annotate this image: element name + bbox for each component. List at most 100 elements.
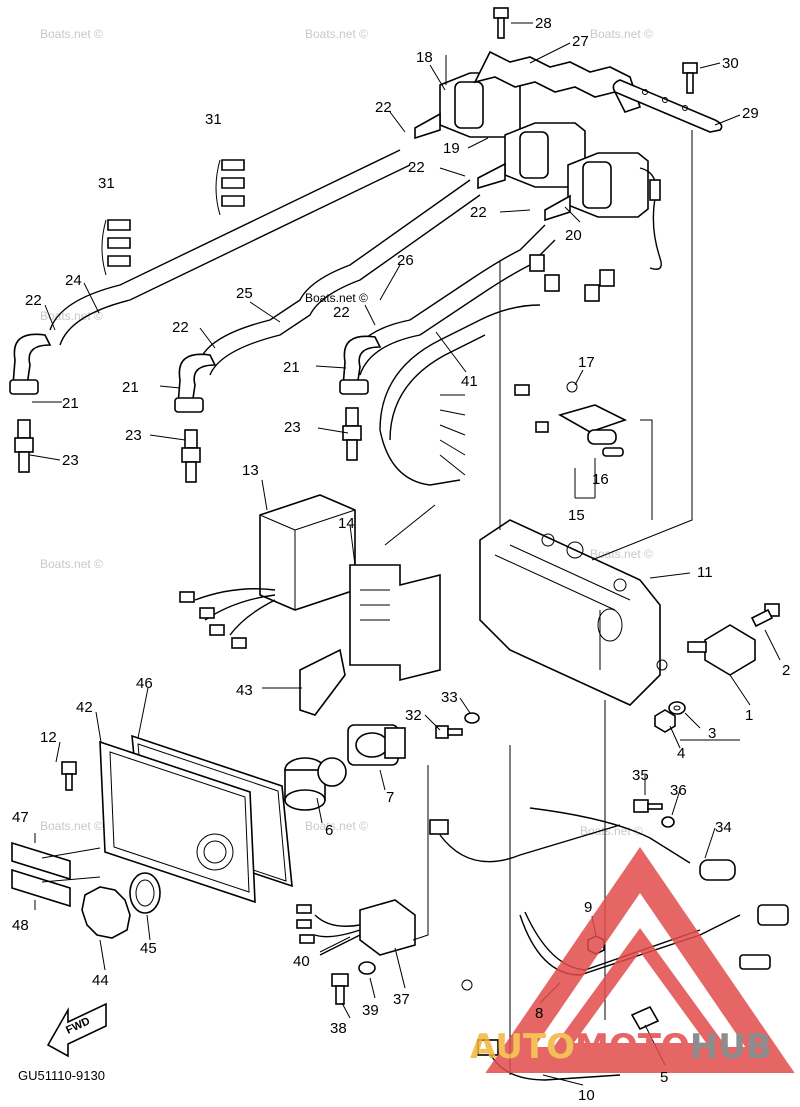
cap-44 (81, 886, 131, 939)
ignition-coil-19 (477, 122, 586, 190)
clamp-5 (630, 1005, 660, 1031)
callout-39: 39 (362, 1002, 379, 1019)
logo-text-moto: MOTO (575, 1027, 690, 1067)
plug-cap-21c (339, 335, 382, 395)
callout-4: 4 (677, 745, 685, 762)
svg-text:AUTOMOTOHUB: AUTOMOTOHUB (470, 1027, 772, 1067)
ignition-coil-20 (544, 152, 662, 270)
callout-31a: 31 (205, 111, 222, 128)
bracket-43 (299, 648, 346, 716)
callout-23b: 23 (125, 427, 142, 444)
callout-1: 1 (745, 707, 753, 724)
callout-15: 15 (568, 507, 585, 524)
bracket-1 (687, 624, 756, 676)
callout-12: 12 (40, 729, 57, 746)
label-47 (11, 841, 71, 881)
callout-3: 3 (708, 725, 716, 742)
watermark-text: Boats.net © (40, 819, 103, 833)
watermark-text: Boats.net © (590, 27, 653, 41)
callout-19: 19 (443, 140, 460, 157)
callout-5: 5 (660, 1069, 668, 1086)
callout-46: 46 (136, 675, 153, 692)
bolt-30 (682, 62, 698, 94)
callout-6: 6 (325, 822, 333, 839)
bolt-28 (493, 7, 509, 39)
ignition-coil-18 (414, 72, 521, 140)
leader-lines (41, 55, 740, 1075)
callout-13: 13 (242, 462, 259, 479)
callout-10: 10 (578, 1087, 595, 1104)
watermark-text: Boats.net © (590, 547, 653, 561)
callout-32: 32 (405, 707, 422, 724)
callout-16: 16 (592, 471, 609, 488)
watermark-text: Boats.net © (305, 819, 368, 833)
callout-37: 37 (393, 991, 410, 1008)
callout-42: 42 (76, 699, 93, 716)
callout-18: 18 (416, 49, 433, 66)
callout-21b: 21 (122, 379, 139, 396)
cover-panel-42 (99, 740, 256, 904)
callout-23a: 23 (62, 452, 79, 469)
callout-36: 36 (670, 782, 687, 799)
callout-48: 48 (12, 917, 29, 934)
bolt-35 (633, 799, 663, 813)
diagram-code: GU51110-9130 (18, 1068, 105, 1083)
label-48 (11, 868, 71, 908)
spark-plug-23b (181, 429, 201, 483)
callout-17: 17 (578, 354, 595, 371)
spark-plug-23a (14, 419, 34, 473)
callout-20: 20 (565, 227, 582, 244)
screw-32 (435, 725, 463, 739)
relay-37 (359, 899, 416, 956)
nut-4 (654, 709, 676, 733)
bolt-2 (750, 603, 780, 628)
watermark-text: Boats.net © (40, 27, 103, 41)
callout-24: 24 (65, 272, 82, 289)
callout-45: 45 (140, 940, 157, 957)
callout-22b: 22 (408, 159, 425, 176)
switch-6 (284, 757, 347, 811)
washer-33 (464, 712, 480, 724)
callout-41: 41 (461, 373, 478, 390)
screw-12 (61, 761, 77, 791)
automotohub-logo: AUTOMOTOHUB (470, 846, 795, 1073)
logo-text-hub: HUB (690, 1027, 772, 1067)
fwd-arrow-icon: FWD (46, 1002, 107, 1058)
callout-35: 35 (632, 767, 649, 784)
rectifier-14 (349, 564, 441, 682)
watermark-text: Boats.net © (305, 27, 368, 41)
callout-22d: 22 (25, 292, 42, 309)
callout-11: 11 (697, 564, 713, 581)
callout-8: 8 (535, 1005, 543, 1022)
callout-43: 43 (236, 682, 253, 699)
watermarks: Boats.net © Boats.net © Boats.net © Boat… (40, 27, 653, 838)
washer-39 (358, 961, 376, 975)
callout-27: 27 (572, 33, 589, 50)
callout-22f: 22 (333, 304, 350, 321)
callout-9: 9 (584, 899, 592, 916)
callout-21a: 21 (62, 395, 79, 412)
callout-2: 2 (782, 662, 790, 679)
callout-29: 29 (742, 105, 759, 122)
callout-22a: 22 (375, 99, 392, 116)
callout-33: 33 (441, 689, 458, 706)
watermark-text: Boats.net © (305, 291, 368, 305)
callout-23c: 23 (284, 419, 301, 436)
plug-cap-21b (174, 353, 217, 413)
callout-22e: 22 (172, 319, 189, 336)
switch-7 (347, 724, 406, 766)
spark-plug-wires (49, 149, 556, 376)
plug-cap-21a (9, 333, 52, 395)
callout-14: 14 (338, 515, 355, 532)
watermark-text: Boats.net © (40, 557, 103, 571)
plate-29 (612, 79, 723, 133)
seal-45 (129, 872, 161, 914)
callout-26: 26 (397, 252, 414, 269)
callout-28: 28 (535, 15, 552, 32)
callout-38: 38 (330, 1020, 347, 1037)
wire-harness-41 (379, 254, 615, 486)
lead-40 (296, 904, 361, 956)
washer-36 (661, 816, 675, 828)
callout-25: 25 (236, 285, 253, 302)
